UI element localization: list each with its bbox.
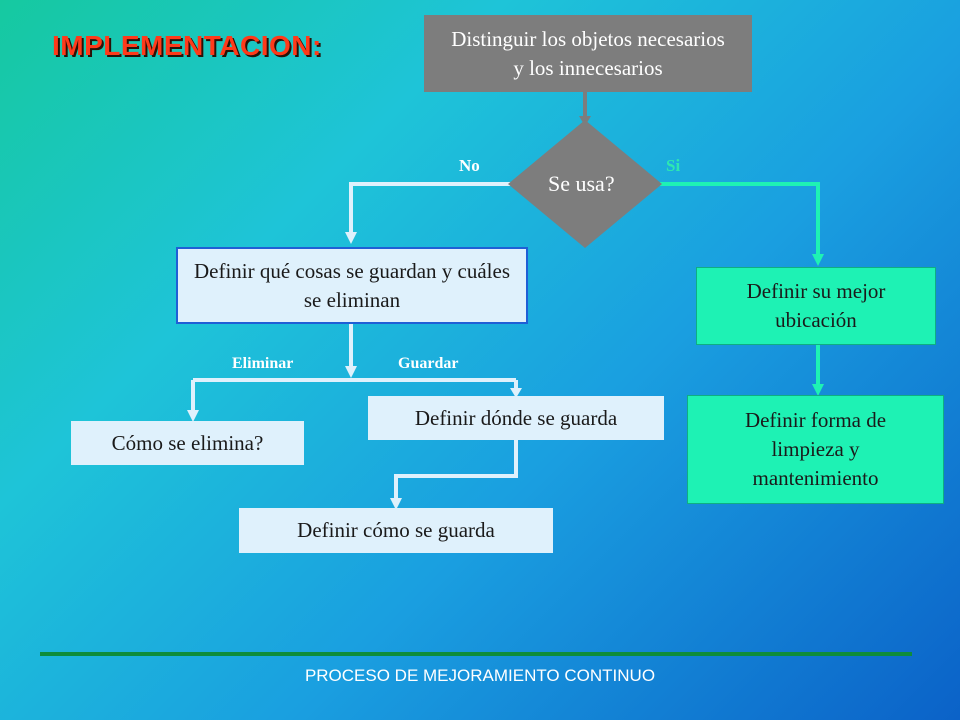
page-title: IMPLEMENTACION:	[52, 30, 322, 61]
label-no: No	[459, 156, 480, 175]
connector-where-to-how	[394, 440, 518, 504]
connector-no	[349, 182, 512, 240]
arrow-keep-down	[345, 366, 357, 378]
arrow-location-to-cleaning	[812, 384, 824, 396]
node-how-store: Definir cómo se guarda	[239, 508, 553, 553]
label-si: Si	[666, 156, 681, 175]
decision-diamond	[508, 120, 662, 248]
arrow-no	[345, 232, 357, 244]
arrow-guardar	[510, 388, 522, 398]
footer-text: PROCESO DE MEJORAMIENTO CONTINUO	[304, 666, 656, 685]
node-start: Distinguir los objetos necesarios y los …	[424, 15, 752, 92]
node-how-eliminate: Cómo se elimina?	[71, 421, 304, 465]
arrow-si	[812, 254, 824, 266]
label-eliminar: Eliminar	[232, 355, 294, 372]
decision-label: Se usa?	[548, 171, 615, 196]
connector-si	[658, 182, 820, 262]
arrow-where-to-how	[390, 498, 402, 510]
node-best-location: Definir su mejor ubicación	[696, 267, 936, 345]
node-where-store: Definir dónde se guarda	[368, 396, 664, 440]
label-guardar: Guardar	[398, 355, 459, 372]
node-cleaning: Definir forma de limpieza y mantenimient…	[687, 395, 944, 504]
node-define-keep: Definir qué cosas se guardan y cuáles se…	[176, 247, 528, 324]
arrow-eliminar	[187, 410, 199, 422]
footer-divider	[40, 652, 912, 656]
